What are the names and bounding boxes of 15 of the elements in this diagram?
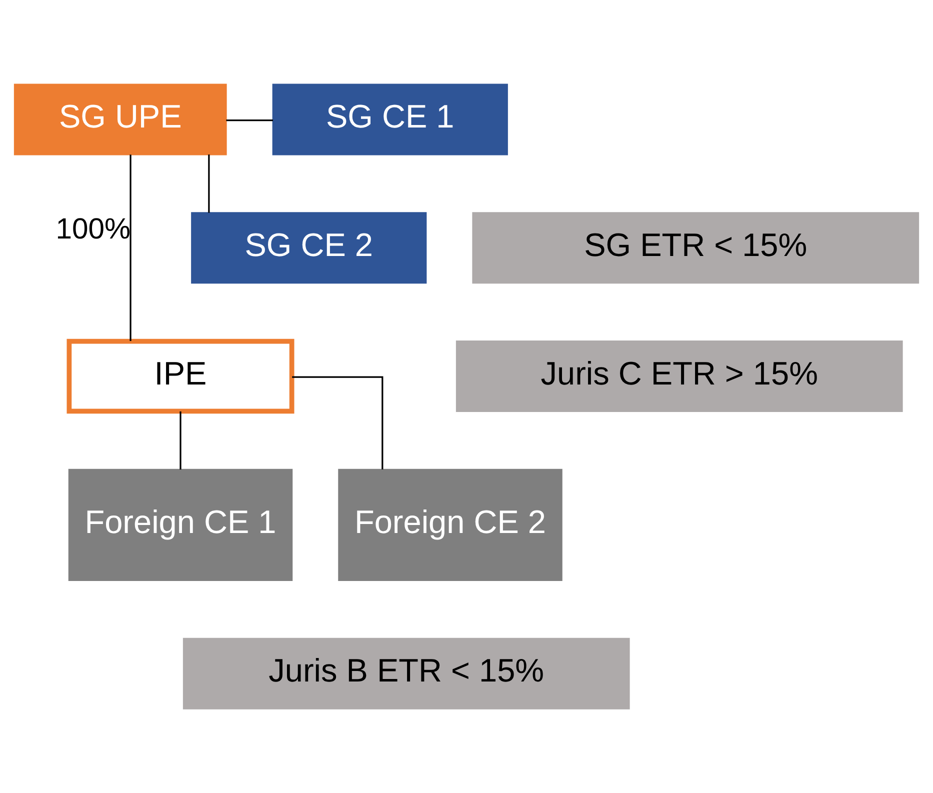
node-box: SG CE 2: [191, 212, 427, 284]
node-box: SG UPE: [14, 84, 227, 156]
node-box: Juris B ETR < 15%: [182, 638, 630, 710]
connector: [208, 154, 210, 213]
node-box: IPE: [66, 338, 294, 414]
node-box: Juris C ETR > 15%: [456, 340, 903, 412]
connector: [292, 376, 384, 470]
node-box: Foreign CE 2: [338, 468, 562, 581]
edge-label: 100%: [56, 214, 131, 246]
node-box: Foreign CE 1: [68, 468, 293, 581]
connector: [226, 119, 273, 122]
node-box: SG ETR < 15%: [472, 212, 920, 284]
node-box: SG CE 1: [272, 84, 508, 156]
connector: [180, 411, 182, 470]
connector: [130, 154, 132, 342]
